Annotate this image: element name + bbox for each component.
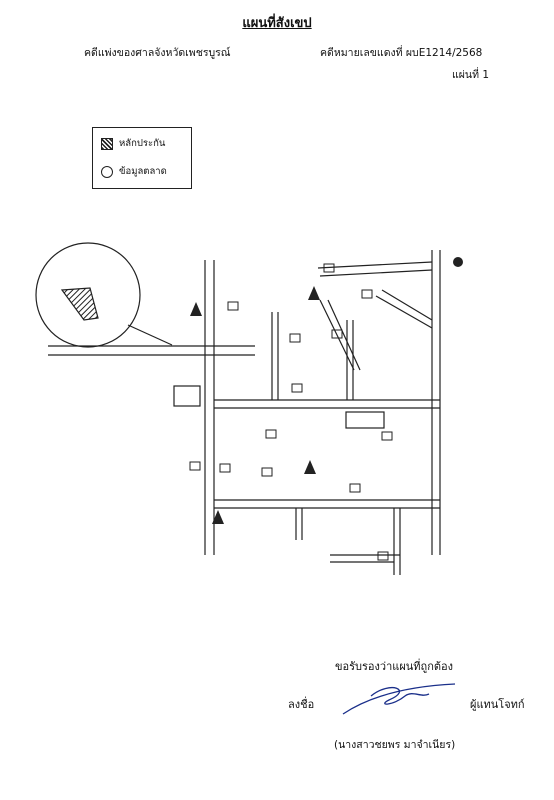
signer-role: ผู้แทนโจทก์ xyxy=(470,698,525,711)
page-title: แผนที่สังเขป xyxy=(242,16,312,31)
road-diagonal-mid xyxy=(319,299,355,371)
house-icon xyxy=(381,431,393,441)
road-diagonal-right xyxy=(381,289,433,321)
house-icon xyxy=(349,483,361,493)
house-icon xyxy=(291,383,303,393)
collateral-parcel xyxy=(60,287,99,321)
house-icon xyxy=(323,263,335,273)
hatched-square-icon xyxy=(101,137,113,150)
house-icon xyxy=(265,429,277,439)
building-market xyxy=(173,385,201,407)
legend-collateral: หลักประกัน xyxy=(101,136,165,151)
circle-icon xyxy=(101,165,113,178)
court-name: คดีแพ่งของศาลจังหวัดเพชรบูรณ์ xyxy=(84,47,231,59)
handwritten-signature xyxy=(342,683,456,715)
temple-icon xyxy=(212,510,224,524)
legend-collateral-label: หลักประกัน xyxy=(119,138,166,149)
house-icon xyxy=(289,333,301,343)
certification-text: ขอรับรองว่าแผนที่ถูกต้อง xyxy=(335,660,454,673)
case-number: คดีหมายเลขแดงที่ ผบE1214/2568 xyxy=(320,47,483,59)
sheet-number: แผ่นที่ 1 xyxy=(452,69,490,81)
sign-label: ลงชื่อ xyxy=(288,698,315,711)
signer-name: (นางสาวชยพร มาจำเนียร) xyxy=(334,739,456,751)
house-icon xyxy=(189,461,201,471)
house-icon xyxy=(361,289,373,299)
legend-market-data-label: ข้อมูลตลาด xyxy=(119,166,167,177)
legend-market-data: ข้อมูลตลาด xyxy=(101,164,167,179)
temple-icon xyxy=(304,460,316,474)
north-arrow-icon xyxy=(453,257,463,267)
temple-icon xyxy=(190,302,202,316)
house-icon xyxy=(261,467,273,477)
map-legend: หลักประกัน ข้อมูลตลาด xyxy=(92,127,192,189)
inset-pointer-line xyxy=(127,324,173,346)
inset-circle xyxy=(35,242,141,348)
house-icon xyxy=(219,463,231,473)
building-office xyxy=(345,411,385,429)
house-icon xyxy=(377,551,389,561)
temple-icon xyxy=(308,286,320,300)
road-diagonal-top xyxy=(317,261,433,269)
house-icon xyxy=(227,301,239,311)
house-icon xyxy=(331,329,343,339)
